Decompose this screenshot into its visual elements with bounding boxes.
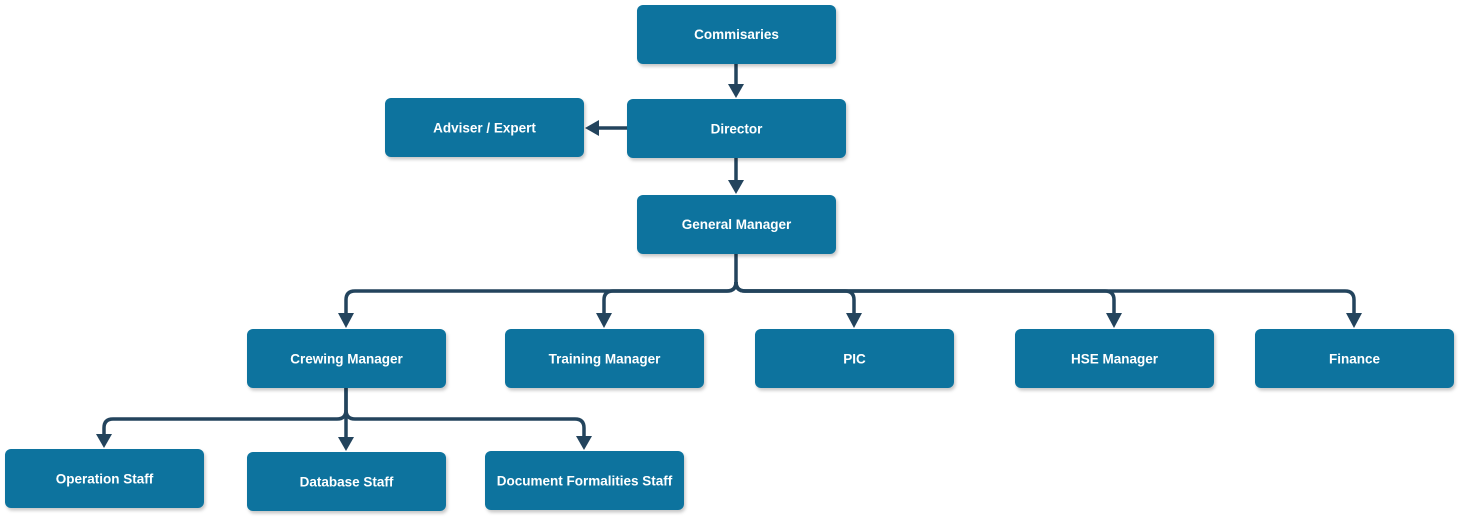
edge-gm-training xyxy=(602,281,738,315)
node-label-crewing-manager: Crewing Manager xyxy=(290,352,403,367)
node-general-manager: General Manager xyxy=(637,195,836,254)
arrowhead-hse xyxy=(1106,313,1122,328)
node-label-adviser-expert: Adviser / Expert xyxy=(433,121,536,136)
node-label-director: Director xyxy=(711,122,764,137)
arrowhead-database xyxy=(338,437,354,451)
node-crewing-manager: Crewing Manager xyxy=(247,329,446,388)
node-operation-staff: Operation Staff xyxy=(5,449,204,508)
node-adviser-expert: Adviser / Expert xyxy=(385,98,584,157)
arrowhead-crewing xyxy=(338,313,354,328)
node-commisaries: Commisaries xyxy=(637,5,836,64)
edge-gm-pic xyxy=(734,281,856,315)
arrowhead-training xyxy=(596,313,612,328)
node-label-training-manager: Training Manager xyxy=(549,352,662,367)
edge-crewing-document xyxy=(344,409,586,438)
node-database-staff: Database Staff xyxy=(247,452,446,511)
arrowhead-pic xyxy=(846,313,862,328)
arrowhead-finance xyxy=(1346,313,1362,328)
arrowhead-document xyxy=(576,436,592,450)
node-label-pic: PIC xyxy=(843,352,866,367)
node-finance: Finance xyxy=(1255,329,1454,388)
node-label-database-staff: Database Staff xyxy=(300,475,394,490)
node-pic: PIC xyxy=(755,329,954,388)
arrowhead-operation xyxy=(96,434,112,448)
node-label-hse-manager: HSE Manager xyxy=(1071,352,1159,367)
node-label-commisaries: Commisaries xyxy=(694,27,779,42)
node-training-manager: Training Manager xyxy=(505,329,704,388)
arrowhead-director xyxy=(728,84,744,98)
edge-gm-finance xyxy=(734,281,1356,315)
node-label-finance: Finance xyxy=(1329,352,1381,367)
node-document-formalities-staff: Document Formalities Staff xyxy=(485,451,684,510)
arrowhead-general-manager xyxy=(728,180,744,194)
edge-gm-bus xyxy=(344,254,738,315)
edge-gm-hse xyxy=(734,281,1116,315)
edge-crewing-operation xyxy=(102,388,348,436)
connectors xyxy=(96,64,1362,451)
arrowhead-adviser xyxy=(585,120,599,136)
node-director: Director xyxy=(627,99,846,158)
node-hse-manager: HSE Manager xyxy=(1015,329,1214,388)
node-label-document-formalities-staff: Document Formalities Staff xyxy=(497,474,673,489)
node-label-operation-staff: Operation Staff xyxy=(56,472,154,487)
node-label-general-manager: General Manager xyxy=(682,217,792,232)
